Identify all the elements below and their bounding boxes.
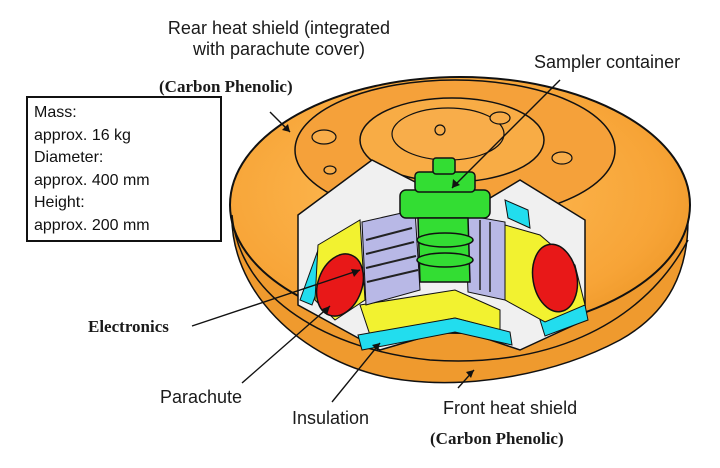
- rear-heat-shield-label: Rear heat shield (integrated with parach…: [138, 18, 420, 60]
- front-shield-layer: [357, 317, 513, 351]
- diameter-label: Diameter:: [34, 149, 104, 166]
- spec-box: Mass: approx. 16 kg Diameter: approx. 40…: [26, 96, 222, 242]
- front-material-label: (Carbon Phenolic): [430, 429, 564, 448]
- rear-heat-shield-line-1: Rear heat shield (integrated: [167, 18, 391, 38]
- sampler-container: [399, 157, 491, 283]
- electronics-stripes-right: [479, 220, 491, 292]
- leader-lines: [191, 79, 561, 403]
- cyan-layer-right: [504, 199, 531, 229]
- center-hole: [434, 124, 446, 136]
- front-heat-shield-label: Front heat shield: [443, 398, 578, 418]
- shield-rim: [231, 214, 689, 362]
- diameter-value: approx. 400 mm: [34, 171, 150, 189]
- height-value: approx. 200 mm: [34, 216, 150, 234]
- sampler-container-label: Sampler container: [534, 52, 681, 72]
- mass-label: Mass:: [34, 104, 77, 121]
- insulation-label: Insulation: [292, 408, 370, 428]
- arrow-heads: [282, 124, 474, 378]
- electronics-block-left: [361, 209, 421, 306]
- mass-value: approx. 16 kg: [34, 126, 131, 144]
- height-label: Height:: [34, 194, 85, 211]
- rear-material-label: (Carbon Phenolic): [159, 77, 293, 96]
- parachute-label: Parachute: [160, 387, 243, 407]
- parachute-right: [531, 243, 579, 313]
- rear-heat-shield-line-2: with parachute cover): [192, 39, 366, 59]
- electronics-stripes: [365, 227, 419, 283]
- cover-bolts: [311, 111, 573, 175]
- electronics-label: Electronics: [88, 317, 169, 336]
